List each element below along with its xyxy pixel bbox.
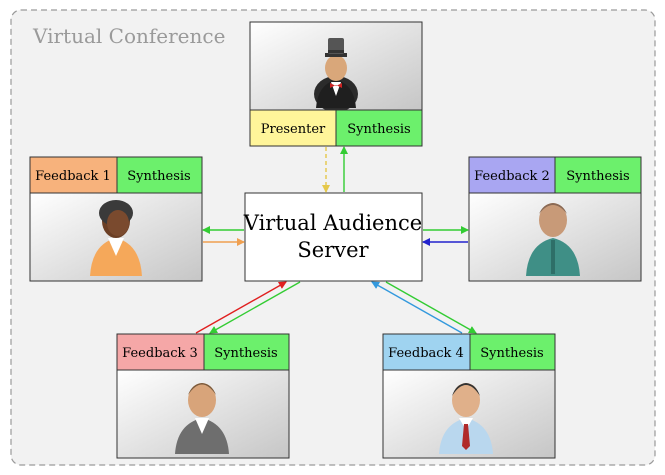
presenter-avatar-icon	[314, 38, 358, 112]
feedback-1-synthesis-label: Synthesis	[127, 169, 190, 184]
server-to-feedback-4-arrow	[385, 281, 477, 334]
feedback-4-synthesis-label: Synthesis	[480, 346, 543, 361]
presenter-role-label: Presenter	[261, 122, 326, 137]
man-gray-avatar-icon	[175, 383, 229, 454]
feedback-1-role-label: Feedback 1	[35, 169, 111, 184]
feedback-2-synthesis-cell	[554, 156, 642, 194]
feedback-3-node: Feedback 3 Synthesis	[116, 333, 290, 459]
feedback-3-synthesis-label: Synthesis	[214, 346, 277, 361]
server-to-feedback-3-arrow	[209, 281, 301, 334]
woman-avatar-icon	[90, 200, 142, 276]
feedback-4-role-label: Feedback 4	[388, 346, 464, 361]
feedback-4-node: Feedback 4 Synthesis	[382, 333, 556, 459]
feedback-4-to-server-arrow	[371, 281, 463, 334]
feedback-1-synthesis-cell	[116, 156, 203, 194]
feedback-2-node: Feedback 2 Synthesis	[468, 156, 642, 282]
feedback-3-role-cell	[116, 333, 205, 371]
server-box	[244, 192, 423, 282]
server-label-line2: Server	[297, 238, 369, 262]
presenter-synthesis-label: Synthesis	[347, 122, 410, 137]
feedback-1-node: Feedback 1 Synthesis	[29, 156, 203, 282]
conference-title: Virtual Conference	[32, 24, 225, 48]
server-label-line1: Virtual Audience	[243, 211, 422, 235]
feedback-3-role-label: Feedback 3	[122, 346, 198, 361]
man-teal-avatar-icon	[526, 203, 580, 276]
presenter-role-cell	[249, 109, 337, 147]
presenter-node: Presenter Synthesis	[249, 21, 423, 147]
feedback-3-synthesis-cell	[203, 333, 290, 371]
virtual-audience-server: Virtual Audience Server	[243, 192, 423, 282]
feedback-2-role-cell	[468, 156, 556, 194]
presenter-synthesis-cell	[335, 109, 423, 147]
feedback-2-role-label: Feedback 2	[474, 169, 550, 184]
feedback-4-synthesis-cell	[469, 333, 556, 371]
businessman-avatar-icon	[439, 383, 493, 454]
feedback-1-role-cell	[29, 156, 118, 194]
feedback-2-synthesis-label: Synthesis	[566, 169, 629, 184]
feedback-3-to-server-arrow	[195, 281, 287, 334]
